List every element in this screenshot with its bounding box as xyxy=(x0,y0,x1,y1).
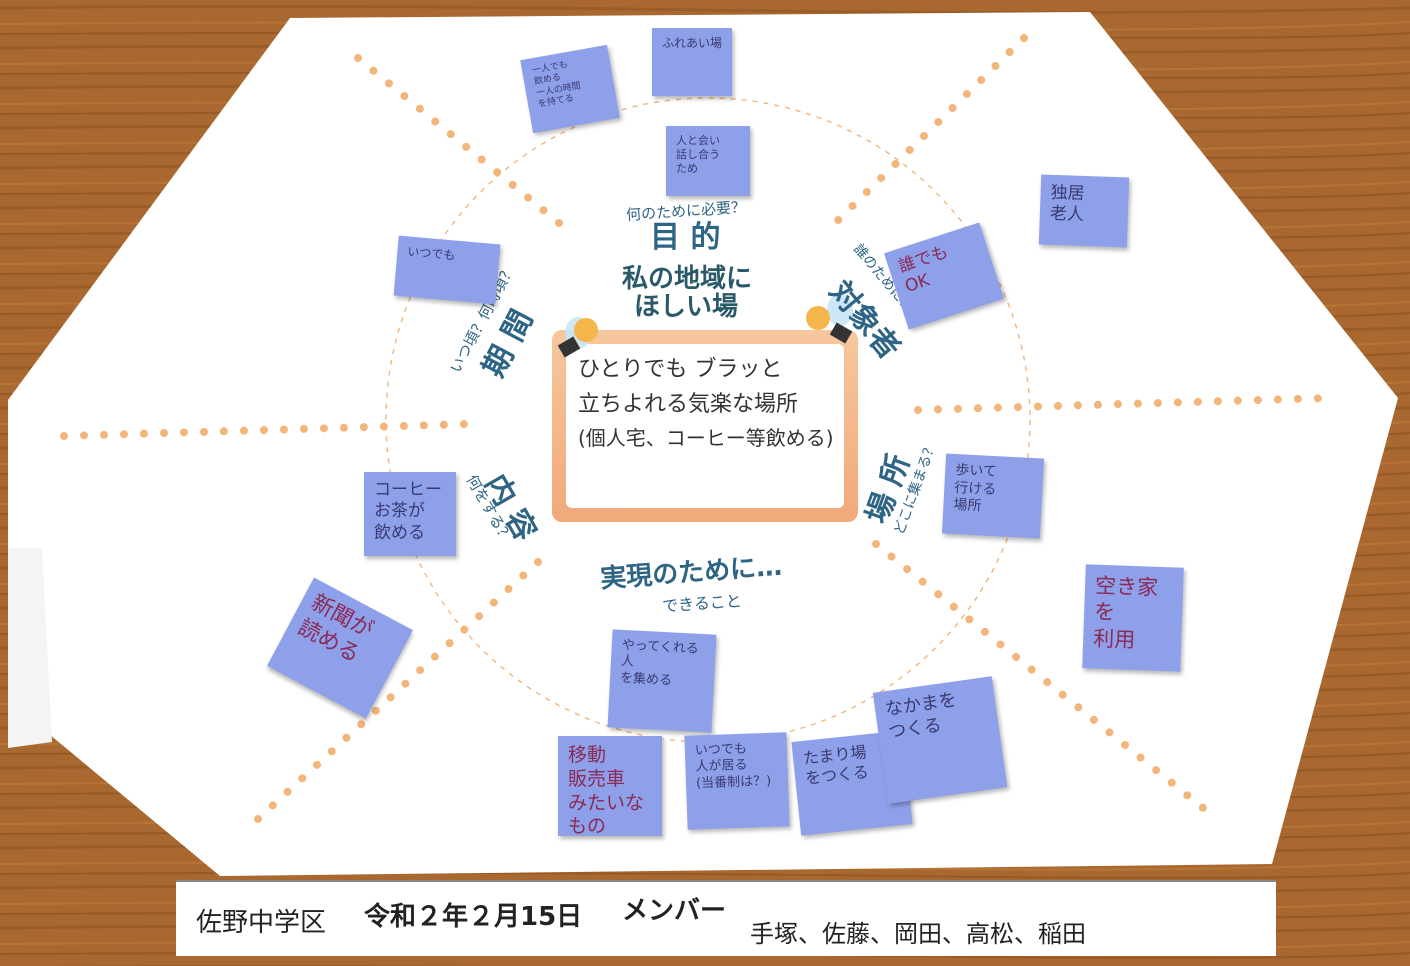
center-message: ひとりでも ブラッと 立ちよれる気楽な場所 (個人宅、コーヒー等飲める) xyxy=(578,352,848,454)
sticky-note: いつでも xyxy=(393,235,501,305)
sticky-note: 人と会い 話し合う ため xyxy=(666,126,750,196)
purpose-label: 目 的 xyxy=(650,220,721,255)
sticky-note: 一人でも 飲める 一人の時間 を持てる xyxy=(520,44,620,134)
bee-left-icon xyxy=(557,317,598,358)
center-title-line1: 私の地域に xyxy=(622,264,753,294)
sticky-note: コーヒー お茶が 飲める xyxy=(364,472,456,556)
dotted-ray-lines xyxy=(60,34,1334,834)
footer-date: 令和２年２月15日 xyxy=(364,902,583,932)
footer-banner: 佐野中学区 令和２年２月15日 メンバー 手塚、佐藤、岡田、高松、稲田 xyxy=(176,880,1276,956)
center-message-line3: (個人宅、コーヒー等飲める) xyxy=(578,426,834,451)
center-message-line2: 立ちよれる気楽な場所 xyxy=(578,392,799,418)
sticky-note: なかまを つくる xyxy=(872,676,1008,804)
center-title-line2: ほしい場 xyxy=(634,292,739,322)
footer-district: 佐野中学区 xyxy=(196,908,327,938)
footer-members: 手塚、佐藤、岡田、高松、稲田 xyxy=(750,920,1086,948)
dashed-circle xyxy=(385,97,1031,743)
sticky-note: 移動 販売車 みたいなもの xyxy=(558,736,662,837)
message-frame-inner xyxy=(566,344,844,508)
bee-right-icon xyxy=(806,294,853,344)
sticky-note: いつでも 人が居る (当番制は？) xyxy=(684,732,790,830)
sticky-note: ふれあい場 xyxy=(652,28,732,96)
center-message-line1: ひとりでも ブラッと xyxy=(578,357,783,382)
sticky-note: やってくれる人 を集める xyxy=(607,629,717,733)
sticky-note: 歩いて 行ける 場所 xyxy=(941,453,1045,539)
sticky-note: 空き家を 利用 xyxy=(1082,564,1184,672)
sticky-note: 独居 老人 xyxy=(1038,174,1130,248)
paper-corner-left xyxy=(8,548,52,748)
footer-members-label: メンバー xyxy=(622,896,727,926)
